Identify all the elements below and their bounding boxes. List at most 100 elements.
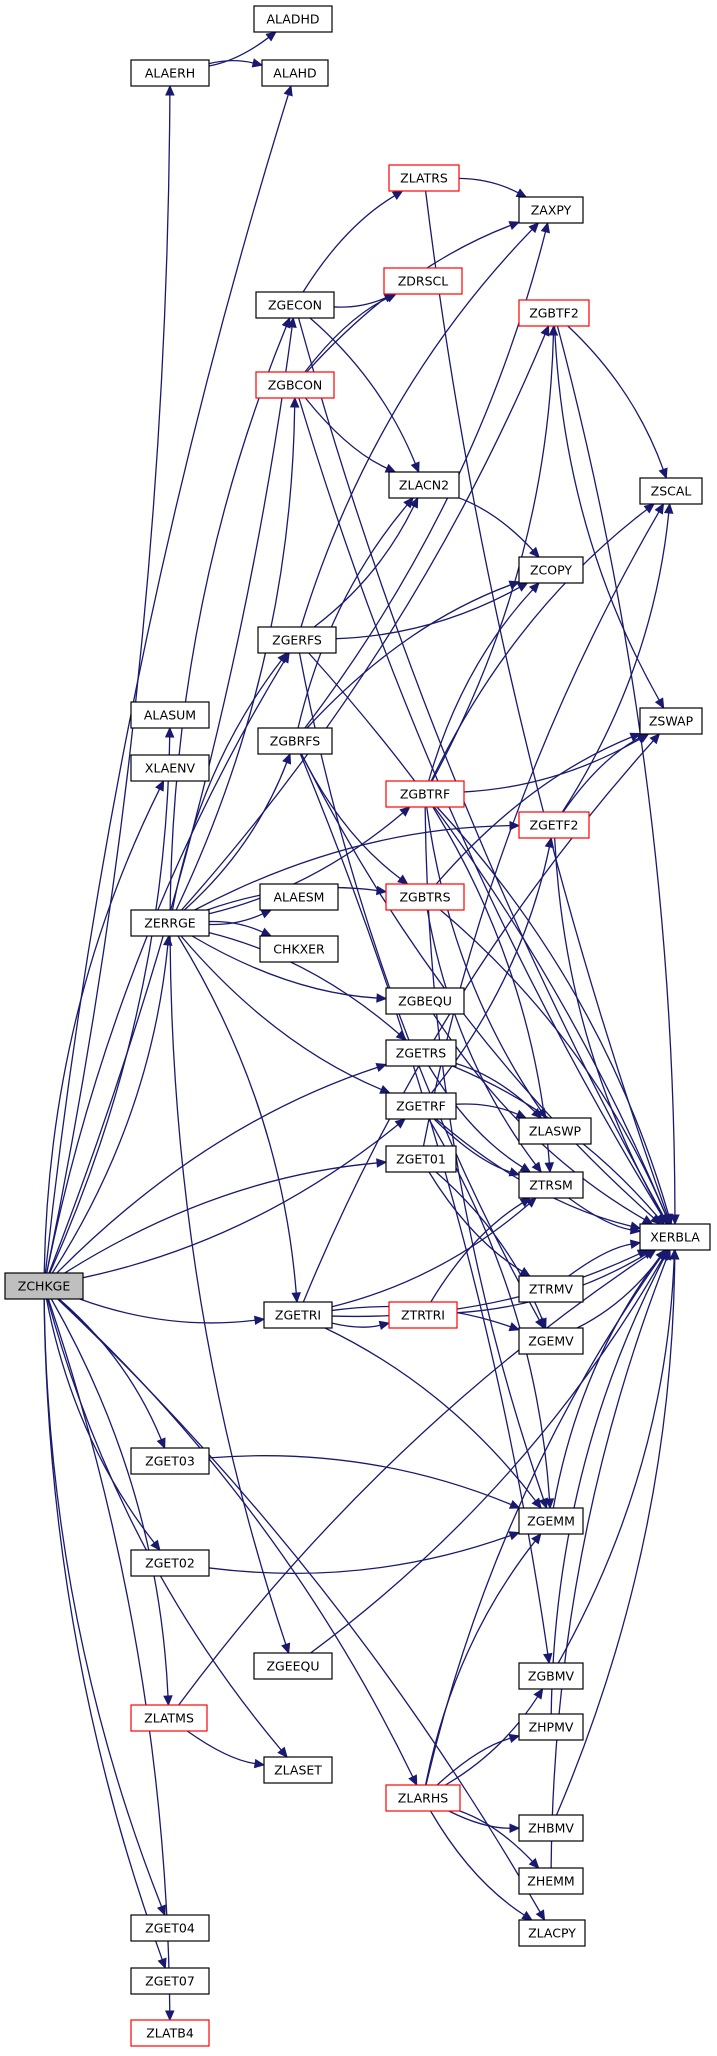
node-zhemm[interactable]: ZHEMM bbox=[518, 1867, 584, 1895]
arrowhead-icon bbox=[509, 1823, 521, 1833]
node-xerbla[interactable]: XERBLA bbox=[639, 1223, 711, 1251]
node-zget03[interactable]: ZGET03 bbox=[130, 1447, 210, 1475]
arrowhead-icon bbox=[379, 1084, 391, 1094]
edge-line bbox=[208, 60, 254, 65]
node-zgbmv[interactable]: ZGBMV bbox=[518, 1662, 584, 1690]
node-zhpmv[interactable]: ZHPMV bbox=[518, 1713, 584, 1741]
edge-line bbox=[331, 1253, 640, 1318]
edge-line bbox=[459, 1810, 533, 1862]
node-box bbox=[130, 1549, 210, 1577]
edge-zchkge-to-xlaenv bbox=[43, 779, 165, 1274]
node-label: ZLACPY bbox=[528, 1926, 576, 1941]
node-zgetf2[interactable]: ZGETF2 bbox=[518, 811, 590, 839]
edge-zgetri-to-zswap bbox=[302, 733, 661, 1303]
edge-line bbox=[181, 334, 546, 911]
node-zgbrfs[interactable]: ZGBRFS bbox=[257, 727, 333, 755]
node-zgbcon[interactable]: ZGBCON bbox=[255, 371, 335, 399]
node-aladhd[interactable]: ALADHD bbox=[253, 5, 333, 33]
node-zgeequ[interactable]: ZGEEQU bbox=[253, 1652, 333, 1680]
edge-zerrge-to-zgetrf bbox=[180, 935, 391, 1094]
node-ztrmv[interactable]: ZTRMV bbox=[518, 1275, 584, 1303]
edge-zchkge-to-zgecon bbox=[48, 316, 297, 1274]
edge-zerrge-to-zgeequ bbox=[169, 935, 291, 1655]
node-zgbtrf[interactable]: ZGBTRF bbox=[385, 780, 465, 808]
edge-line bbox=[47, 1298, 171, 2012]
node-box bbox=[383, 267, 463, 295]
node-zscal[interactable]: ZSCAL bbox=[639, 477, 703, 505]
edge-line bbox=[430, 508, 648, 782]
node-zlacpy[interactable]: ZLACPY bbox=[518, 1919, 586, 1947]
node-zcopy[interactable]: ZCOPY bbox=[518, 556, 584, 584]
node-zgbequ[interactable]: ZGBEQU bbox=[385, 987, 465, 1015]
arrowhead-icon bbox=[535, 1909, 546, 1922]
node-zgbtf2[interactable]: ZGBTF2 bbox=[518, 299, 590, 327]
node-box bbox=[130, 1704, 208, 1732]
node-zlaset[interactable]: ZLASET bbox=[263, 1756, 333, 1784]
node-alaesm[interactable]: ALAESM bbox=[259, 883, 339, 911]
node-alaerh[interactable]: ALAERH bbox=[130, 59, 210, 87]
node-zlaswp[interactable]: ZLASWP bbox=[518, 1117, 592, 1145]
arrowhead-icon bbox=[641, 1215, 654, 1225]
node-zswap[interactable]: ZSWAP bbox=[639, 707, 703, 735]
node-zlatb4[interactable]: ZLATB4 bbox=[130, 2019, 210, 2047]
edge-zlarhs-to-zhbmv bbox=[448, 1810, 521, 1833]
arrowhead-icon bbox=[376, 993, 388, 1003]
node-zchkge[interactable]: ZCHKGE bbox=[4, 1272, 84, 1300]
arrowhead-icon bbox=[289, 396, 300, 408]
node-box bbox=[518, 1117, 592, 1145]
edge-line bbox=[428, 1171, 523, 1272]
arrowhead-icon bbox=[508, 221, 521, 231]
node-zgemv[interactable]: ZGEMV bbox=[518, 1327, 584, 1355]
node-ztrsm[interactable]: ZTRSM bbox=[518, 1171, 584, 1199]
node-zdrscl[interactable]: ZDRSCL bbox=[383, 267, 463, 295]
edge-zgbtf2-to-zswap bbox=[553, 325, 665, 710]
node-ztrtri[interactable]: ZTRTRI bbox=[388, 1301, 458, 1329]
node-box bbox=[518, 1662, 584, 1690]
arrowhead-icon bbox=[376, 1158, 388, 1168]
arrowhead-icon bbox=[394, 1118, 406, 1129]
node-xlaenv[interactable]: XLAENV bbox=[130, 754, 210, 782]
edge-line bbox=[82, 1124, 399, 1279]
node-alahd[interactable]: ALAHD bbox=[261, 59, 329, 87]
node-zgecon[interactable]: ZGECON bbox=[255, 291, 335, 319]
edge-line bbox=[186, 1730, 256, 1765]
node-zgetrs[interactable]: ZGETRS bbox=[385, 1039, 457, 1067]
arrowhead-icon bbox=[537, 1317, 547, 1330]
node-zlatrs[interactable]: ZLATRS bbox=[388, 164, 460, 192]
edge-line bbox=[333, 297, 387, 308]
edge-zlarhs-to-zhemm bbox=[459, 1810, 540, 1869]
edge-line bbox=[208, 36, 270, 67]
node-zgetri[interactable]: ZGETRI bbox=[263, 1301, 333, 1329]
node-zhbmv[interactable]: ZHBMV bbox=[518, 1814, 584, 1842]
node-zget02[interactable]: ZGET02 bbox=[130, 1549, 210, 1577]
node-zlarhs[interactable]: ZLARHS bbox=[385, 1784, 461, 1812]
edge-zhemm-to-xerbla bbox=[550, 1248, 671, 1869]
node-zlatms[interactable]: ZLATMS bbox=[130, 1704, 208, 1732]
node-zerrge[interactable]: ZERRGE bbox=[130, 909, 210, 937]
arrowhead-icon bbox=[378, 1320, 391, 1331]
node-box bbox=[518, 1713, 584, 1741]
edge-zerrge-to-chkxer bbox=[208, 920, 273, 937]
node-label: ZGET07 bbox=[145, 1974, 195, 1989]
node-zgerfs[interactable]: ZGERFS bbox=[257, 626, 337, 654]
edge-line bbox=[568, 1243, 632, 1277]
node-zget01[interactable]: ZGET01 bbox=[385, 1145, 457, 1173]
node-label: ZGEMM bbox=[527, 1514, 575, 1529]
node-alasum[interactable]: ALASUM bbox=[130, 701, 210, 729]
edge-zerrge-to-zgbequ bbox=[191, 935, 388, 1003]
edge-line bbox=[568, 1197, 632, 1231]
edge-zchkge-to-zgetri bbox=[79, 1298, 266, 1326]
node-zget07[interactable]: ZGET07 bbox=[130, 1967, 210, 1995]
edge-zget03-to-zgemm bbox=[208, 1455, 521, 1509]
edge-zchkge-to-zget03 bbox=[58, 1298, 166, 1450]
node-zgetrf[interactable]: ZGETRF bbox=[385, 1092, 457, 1120]
node-zgbtrs[interactable]: ZGBTRS bbox=[385, 883, 465, 911]
node-box bbox=[385, 780, 465, 808]
edge-line bbox=[439, 909, 667, 1216]
node-zgemm[interactable]: ZGEMM bbox=[518, 1507, 584, 1535]
node-zaxpy[interactable]: ZAXPY bbox=[518, 196, 584, 224]
node-chkxer[interactable]: CHKXER bbox=[259, 935, 339, 963]
node-zget04[interactable]: ZGET04 bbox=[130, 1914, 210, 1942]
node-zlacn2[interactable]: ZLACN2 bbox=[388, 471, 460, 499]
arrowhead-icon bbox=[654, 1213, 665, 1225]
